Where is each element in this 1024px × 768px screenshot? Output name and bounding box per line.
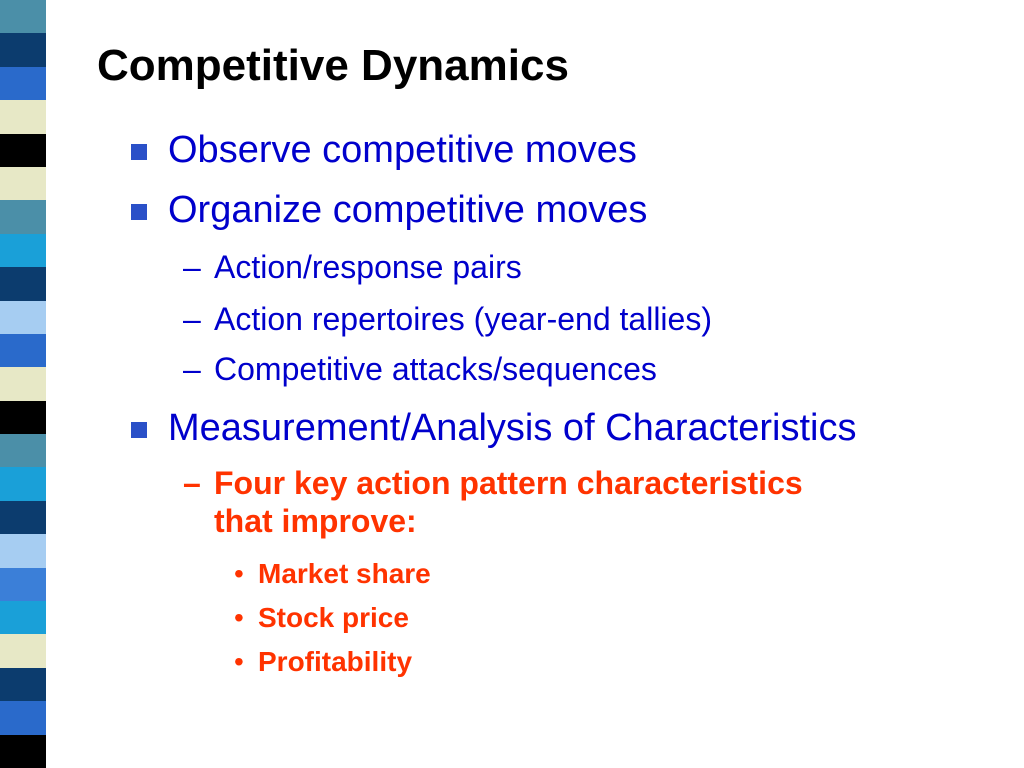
stripe-segment (0, 233, 46, 268)
stripe-segment (0, 534, 46, 568)
stripe-segment (0, 300, 46, 334)
bullet-item-level1: Organize competitive moves (131, 188, 648, 232)
bullet-item-level3: • Market share (234, 558, 431, 590)
bullet-item-level3: • Profitability (234, 646, 413, 678)
bullet-text: Market share (258, 558, 431, 589)
stripe-segment (0, 66, 46, 101)
bullet-text: Measurement/Analysis of Characteristics (168, 407, 857, 449)
dash-bullet-icon: – (183, 249, 201, 285)
stripe-segment (0, 166, 46, 201)
stripe-segment (0, 734, 46, 768)
square-bullet-icon (131, 204, 147, 220)
dot-bullet-icon: • (234, 646, 244, 677)
stripe-segment (0, 667, 46, 702)
bullet-text: Profitability (258, 646, 413, 677)
bullet-text-line: that improve: (214, 503, 417, 539)
bullet-item-level2: – Competitive attacks/sequences (183, 350, 657, 388)
left-decorative-stripe (0, 0, 46, 768)
bullet-item-level3: • Stock price (234, 602, 409, 634)
slide-title: Competitive Dynamics (97, 41, 569, 90)
bullet-text: Observe competitive moves (168, 129, 637, 171)
bullet-text: Action repertoires (year-end tallies) (214, 301, 712, 337)
stripe-segment (0, 467, 46, 501)
stripe-segment (0, 500, 46, 535)
bullet-text: Stock price (258, 602, 409, 633)
bullet-text: Organize competitive moves (168, 189, 648, 231)
stripe-segment (0, 400, 46, 435)
bullet-text-line: Four key action pattern characteristics (214, 465, 803, 501)
stripe-segment (0, 133, 46, 167)
stripe-segment (0, 701, 46, 735)
dot-bullet-icon: • (234, 602, 244, 633)
stripe-segment (0, 634, 46, 668)
stripe-segment (0, 100, 46, 134)
bullet-item-level1: Observe competitive moves (131, 128, 637, 172)
dash-bullet-icon: – (183, 351, 201, 387)
bullet-item-level2-emphasis: – Four key action pattern characteristic… (183, 464, 803, 540)
bullet-item-level2: – Action/response pairs (183, 248, 522, 286)
stripe-segment (0, 434, 46, 468)
square-bullet-icon (131, 144, 147, 160)
stripe-segment (0, 333, 46, 368)
dash-bullet-icon: – (183, 301, 201, 337)
dot-bullet-icon: • (234, 558, 244, 589)
bullet-item-level1: Measurement/Analysis of Characteristics (131, 406, 857, 450)
stripe-segment (0, 33, 46, 67)
bullet-text: Competitive attacks/sequences (214, 351, 657, 387)
bullet-item-level2: – Action repertoires (year-end tallies) (183, 300, 712, 338)
bullet-text: Action/response pairs (214, 249, 522, 285)
stripe-segment (0, 200, 46, 234)
dash-bullet-icon: – (183, 465, 201, 501)
stripe-segment (0, 0, 46, 34)
stripe-segment (0, 267, 46, 301)
stripe-segment (0, 601, 46, 635)
stripe-segment (0, 367, 46, 401)
square-bullet-icon (131, 422, 147, 438)
stripe-segment (0, 567, 46, 602)
